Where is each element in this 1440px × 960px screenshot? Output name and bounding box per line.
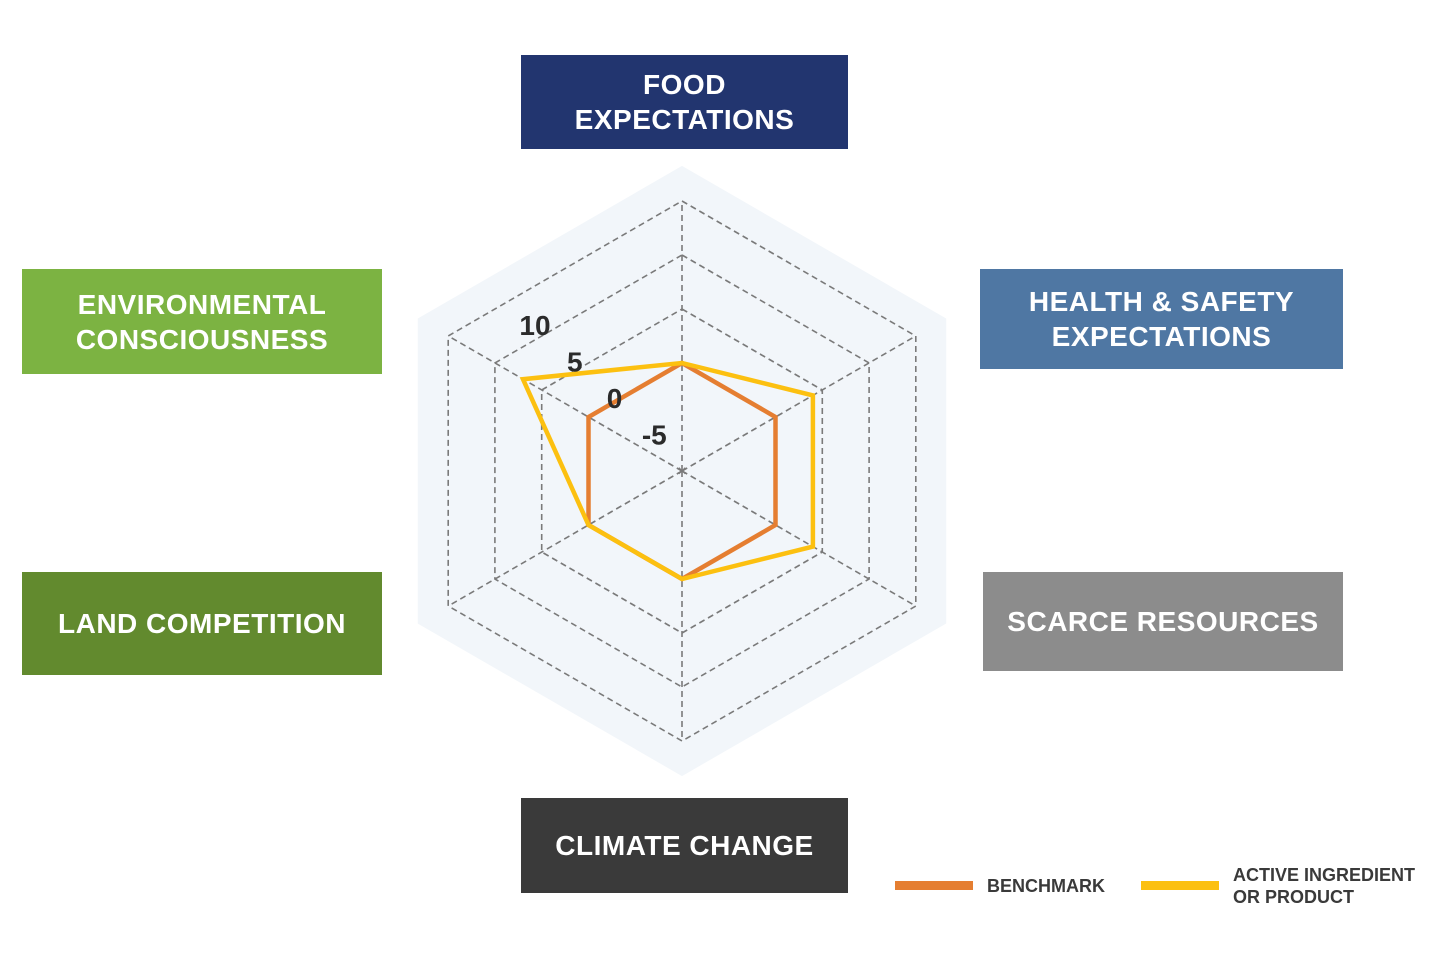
radar-series: × [519, 360, 816, 582]
legend-swatch-benchmark [895, 881, 973, 890]
axis-label-climate-change: CLIMATE CHANGE [521, 798, 848, 893]
center-marker: × [677, 463, 686, 480]
radial-tick-labels: -5 05 10 [519, 310, 666, 451]
grid-ring-2 [494, 254, 870, 688]
grid-spoke-4 [447, 470, 683, 607]
axis-label-land-competition: LAND COMPETITION [22, 572, 382, 675]
tick-label-0: -5 [642, 419, 667, 450]
grid-spoke-2 [681, 470, 917, 607]
grid-spoke-5 [447, 335, 683, 472]
legend-swatch-active-ingredient [1141, 881, 1219, 890]
tick-label-2: 5 [567, 346, 583, 377]
axis-label-environmental-consciousness: ENVIRONMENTAL CONSCIOUSNESS [22, 269, 382, 374]
tick-label-1: 0 [607, 383, 623, 414]
axis-label-food-expectations: FOOD EXPECTATIONS [521, 55, 848, 149]
series-line-1 [519, 360, 816, 582]
grid-spoke-1 [681, 335, 917, 472]
axis-label-health-safety-expectations: HEALTH & SAFETY EXPECTATIONS [980, 269, 1343, 369]
legend-label-benchmark: BENCHMARK [987, 876, 1105, 896]
axis-label-scarce-resources: SCARCE RESOURCES [983, 572, 1343, 671]
legend-label-active-ingredient: ACTIVE INGREDIENT OR PRODUCT [1233, 865, 1416, 907]
tick-label-3: 10 [519, 310, 550, 341]
